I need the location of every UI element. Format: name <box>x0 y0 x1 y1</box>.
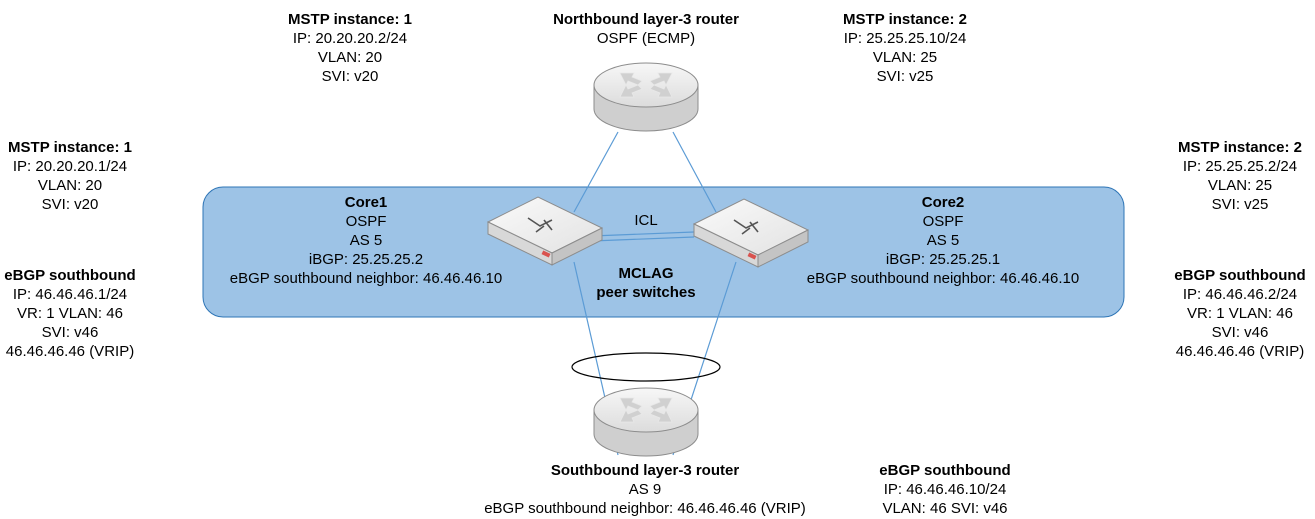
ebgp-left-label: eBGP southbound IP: 46.46.46.1/24 VR: 1 … <box>0 266 140 361</box>
ebgp-left-vrip: 46.46.46.46 (VRIP) <box>5 343 135 360</box>
mstp2-right-title: MSTP instance: 2 <box>1178 139 1302 156</box>
ebgp-bottom-ip: IP: 46.46.46.10/24 <box>883 481 1007 498</box>
router-icon <box>593 387 699 457</box>
south-router-as: AS 9 <box>628 481 662 498</box>
mstp2-top-title: MSTP instance: 2 <box>843 11 967 28</box>
core1-as: AS 5 <box>349 232 383 249</box>
mstp1-left-ip: IP: 20.20.20.1/24 <box>12 158 128 175</box>
core2-label: Core2 OSPF AS 5 iBGP: 25.25.25.1 eBGP so… <box>764 193 1122 288</box>
mclag-label: MCLAG peer switches <box>586 264 706 302</box>
mstp2-top-ip: IP: 25.25.25.10/24 <box>843 30 967 47</box>
core1-label: Core1 OSPF AS 5 iBGP: 25.25.25.2 eBGP so… <box>205 193 527 288</box>
core2-title: Core2 <box>921 194 965 211</box>
mstp1-left-title: MSTP instance: 1 <box>8 139 132 156</box>
south-router-label: Southbound layer-3 router AS 9 eBGP sout… <box>460 461 830 518</box>
ebgp-bottom-vlan-svi: VLAN: 46 SVI: v46 <box>882 500 1008 517</box>
link-north-core1 <box>573 131 619 213</box>
mstp1-top-label: MSTP instance: 1 IP: 20.20.20.2/24 VLAN:… <box>245 10 455 86</box>
mstp1-top-ip: IP: 20.20.20.2/24 <box>292 30 408 47</box>
south-router-title: Southbound layer-3 router <box>550 462 740 479</box>
lag-ellipse <box>571 352 721 382</box>
core2-as: AS 5 <box>926 232 960 249</box>
mstp2-right-vlan: VLAN: 25 <box>1207 177 1273 194</box>
ebgp-left-svi: SVI: v46 <box>41 324 99 341</box>
north-router-label: Northbound layer-3 router OSPF (ECMP) <box>520 10 772 48</box>
core1-ebgp-neighbor: eBGP southbound neighbor: 46.46.46.10 <box>229 270 503 287</box>
mstp2-top-vlan: VLAN: 25 <box>872 49 938 66</box>
switch-icon <box>486 196 604 266</box>
mclag-subtitle: peer switches <box>596 284 696 301</box>
mstp1-top-vlan: VLAN: 20 <box>317 49 383 66</box>
mstp1-left-svi: SVI: v20 <box>41 196 99 213</box>
icl-link-2 <box>591 236 695 242</box>
south-router-neighbor: eBGP southbound neighbor: 46.46.46.46 (V… <box>484 500 806 517</box>
mstp2-top-label: MSTP instance: 2 IP: 25.25.25.10/24 VLAN… <box>800 10 1010 86</box>
mstp2-right-ip: IP: 25.25.25.2/24 <box>1182 158 1298 175</box>
ebgp-bottom-label: eBGP southbound IP: 46.46.46.10/24 VLAN:… <box>860 461 1030 518</box>
router-icon <box>593 62 699 132</box>
north-router-protocol: OSPF (ECMP) <box>596 30 696 47</box>
core1-ibgp: iBGP: 25.25.25.2 <box>308 251 424 268</box>
ebgp-bottom-title: eBGP southbound <box>879 462 1011 479</box>
mstp1-left-vlan: VLAN: 20 <box>37 177 103 194</box>
ebgp-right-title: eBGP southbound <box>1174 267 1306 284</box>
core1-title: Core1 <box>344 194 388 211</box>
ebgp-left-vr-vlan: VR: 1 VLAN: 46 <box>17 305 123 322</box>
mstp1-top-title: MSTP instance: 1 <box>288 11 412 28</box>
switch-icon <box>692 198 810 268</box>
mclag-title: MCLAG <box>618 265 674 282</box>
ebgp-right-ip: IP: 46.46.46.2/24 <box>1182 286 1298 303</box>
icl-label: ICL <box>634 212 657 229</box>
ebgp-right-vrip: 46.46.46.46 (VRIP) <box>1175 343 1305 360</box>
north-router-title: Northbound layer-3 router <box>553 11 739 28</box>
mstp1-top-svi: SVI: v20 <box>321 68 379 85</box>
core2-ibgp: iBGP: 25.25.25.1 <box>885 251 1001 268</box>
core2-ebgp-neighbor: eBGP southbound neighbor: 46.46.46.10 <box>806 270 1080 287</box>
ebgp-right-svi: SVI: v46 <box>1211 324 1269 341</box>
mstp2-right-svi: SVI: v25 <box>1211 196 1269 213</box>
ebgp-left-ip: IP: 46.46.46.1/24 <box>12 286 128 303</box>
mstp2-top-svi: SVI: v25 <box>876 68 934 85</box>
core2-ospf: OSPF <box>922 213 964 230</box>
link-north-core2 <box>672 131 717 213</box>
icl-link-1 <box>591 231 695 237</box>
ebgp-right-label: eBGP southbound IP: 46.46.46.2/24 VR: 1 … <box>1166 266 1314 361</box>
ebgp-left-title: eBGP southbound <box>4 267 136 284</box>
core1-ospf: OSPF <box>345 213 387 230</box>
mstp1-left-label: MSTP instance: 1 IP: 20.20.20.1/24 VLAN:… <box>0 138 140 214</box>
mstp2-right-label: MSTP instance: 2 IP: 25.25.25.2/24 VLAN:… <box>1166 138 1314 214</box>
ebgp-right-vr-vlan: VR: 1 VLAN: 46 <box>1187 305 1293 322</box>
mclag-region <box>202 186 1125 318</box>
